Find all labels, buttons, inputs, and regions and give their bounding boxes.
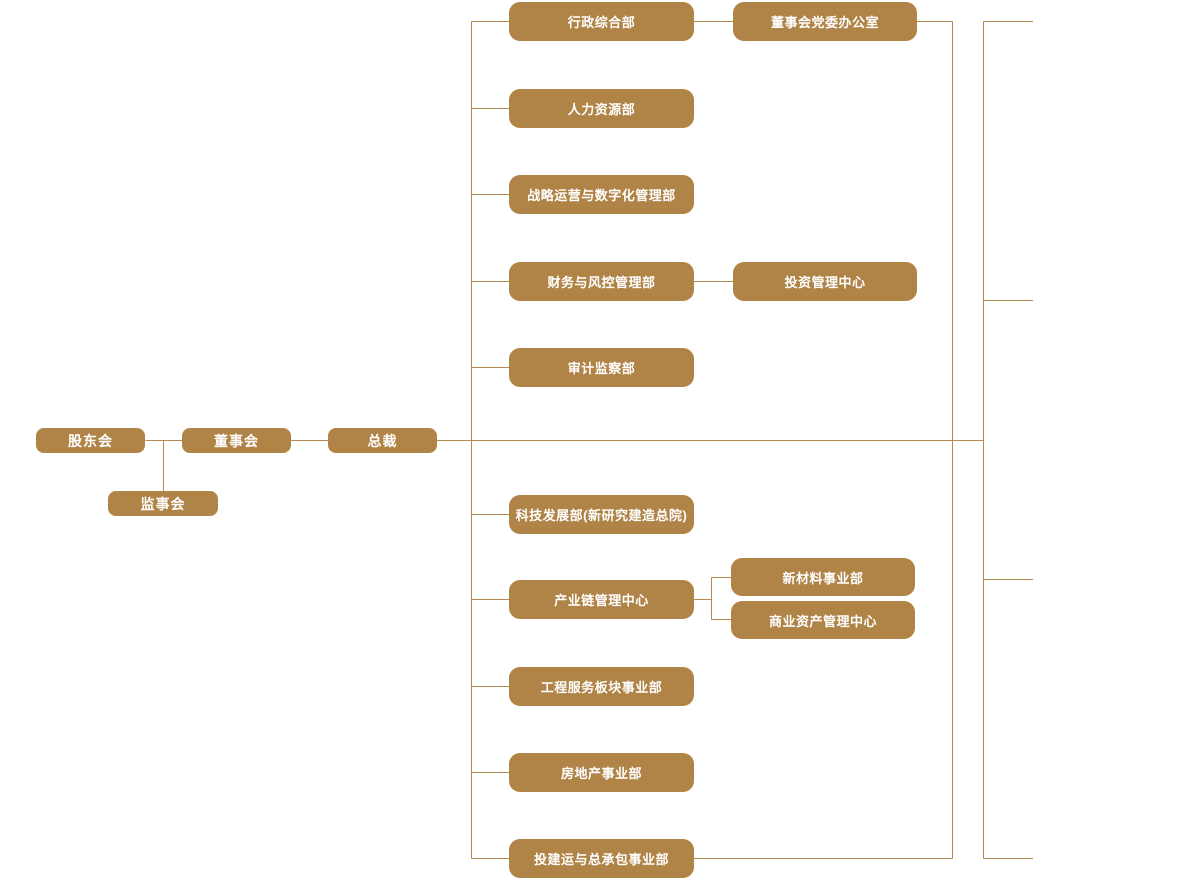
org-node-real-estate: 房地产事业部	[509, 753, 694, 792]
trunk-department-stubs	[471, 21, 509, 859]
org-node-hr: 人力资源部	[509, 89, 694, 128]
org-node-tech: 科技发展部(新研究建造总院)	[509, 495, 694, 534]
org-node-new-materials: 新材料事业部	[731, 558, 915, 596]
org-node-president: 总裁	[328, 428, 437, 453]
org-node-engineering: 工程服务板块事业部	[509, 667, 694, 706]
org-node-shareholders: 股东会	[36, 428, 145, 453]
connector-industry-chain-children	[694, 577, 731, 620]
org-node-board: 董事会	[182, 428, 291, 453]
org-node-investment: 投资管理中心	[733, 262, 917, 301]
org-node-industry-chain: 产业链管理中心	[509, 580, 694, 619]
org-node-commercial-assets: 商业资产管理中心	[731, 601, 915, 639]
org-node-audit: 审计监察部	[509, 348, 694, 387]
org-node-admin: 行政综合部	[509, 2, 694, 41]
org-node-strategy: 战略运营与数字化管理部	[509, 175, 694, 214]
org-node-supervisory: 监事会	[108, 491, 218, 516]
org-node-party-office: 董事会党委办公室	[733, 2, 917, 41]
trunk-far-right-stubs	[983, 21, 1033, 859]
org-node-finance: 财务与风控管理部	[509, 262, 694, 301]
org-node-invest-construction: 投建运与总承包事业部	[509, 839, 694, 878]
